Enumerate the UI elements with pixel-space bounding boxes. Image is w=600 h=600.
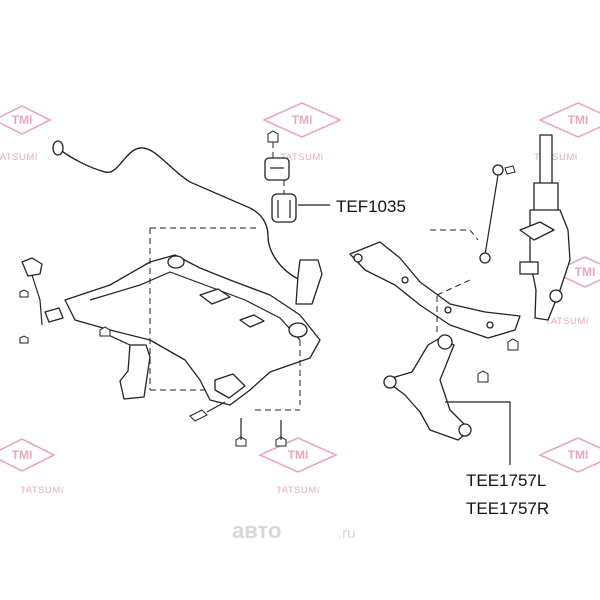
svg-text:TMI: TMI: [288, 448, 309, 462]
callout-tee1757r: TEE1757R: [466, 499, 549, 518]
watermark-bottom-center: TMI TATSUMI: [258, 437, 338, 496]
strut: [519, 134, 571, 321]
svg-text:TATSUMI: TATSUMI: [534, 152, 578, 163]
svg-text:TMI: TMI: [575, 265, 596, 279]
watermark-top-right: TMI TATSUMI: [534, 102, 600, 163]
stabilizer-bushing: [264, 130, 330, 223]
svg-text:TMI: TMI: [568, 448, 589, 462]
hardware: [19, 257, 323, 447]
watermark-top-left: TMI: [0, 105, 52, 135]
callout-tef1035: TEF1035: [336, 197, 406, 216]
svg-text:TMI: TMI: [292, 113, 313, 127]
svg-text:TATSUMI: TATSUMI: [545, 316, 589, 327]
site-brand-name: авто: [232, 518, 281, 543]
svg-text:TATSUMI: TATSUMI: [280, 152, 324, 163]
svg-text:TMI: TMI: [568, 113, 589, 127]
watermark-mid-right: TMI TATSUMI: [545, 256, 600, 327]
watermark-top-center: TMI TATSUMI: [262, 102, 342, 163]
site-brand-domain: .ru: [338, 525, 356, 542]
site-brand: авто .ru: [232, 518, 356, 543]
stabilizer-bar: [52, 140, 319, 289]
watermark-brand-left: TATSUMI: [0, 152, 38, 163]
watermark-bottom-right: TMI: [538, 437, 600, 473]
callout-tee1757l: TEE1757L: [466, 471, 546, 490]
svg-text:TATSUMI: TATSUMI: [276, 485, 320, 496]
svg-text:TMI: TMI: [12, 113, 33, 127]
stabilizer-link: [479, 164, 516, 264]
svg-text:TATSUMI: TATSUMI: [20, 485, 64, 496]
subframe: [64, 227, 321, 411]
lower-control-arm: [383, 279, 511, 465]
watermark-bottom-left: TMI TATSUMI: [0, 438, 64, 496]
svg-text:TMI: TMI: [12, 448, 33, 462]
crossmember: [349, 229, 521, 383]
